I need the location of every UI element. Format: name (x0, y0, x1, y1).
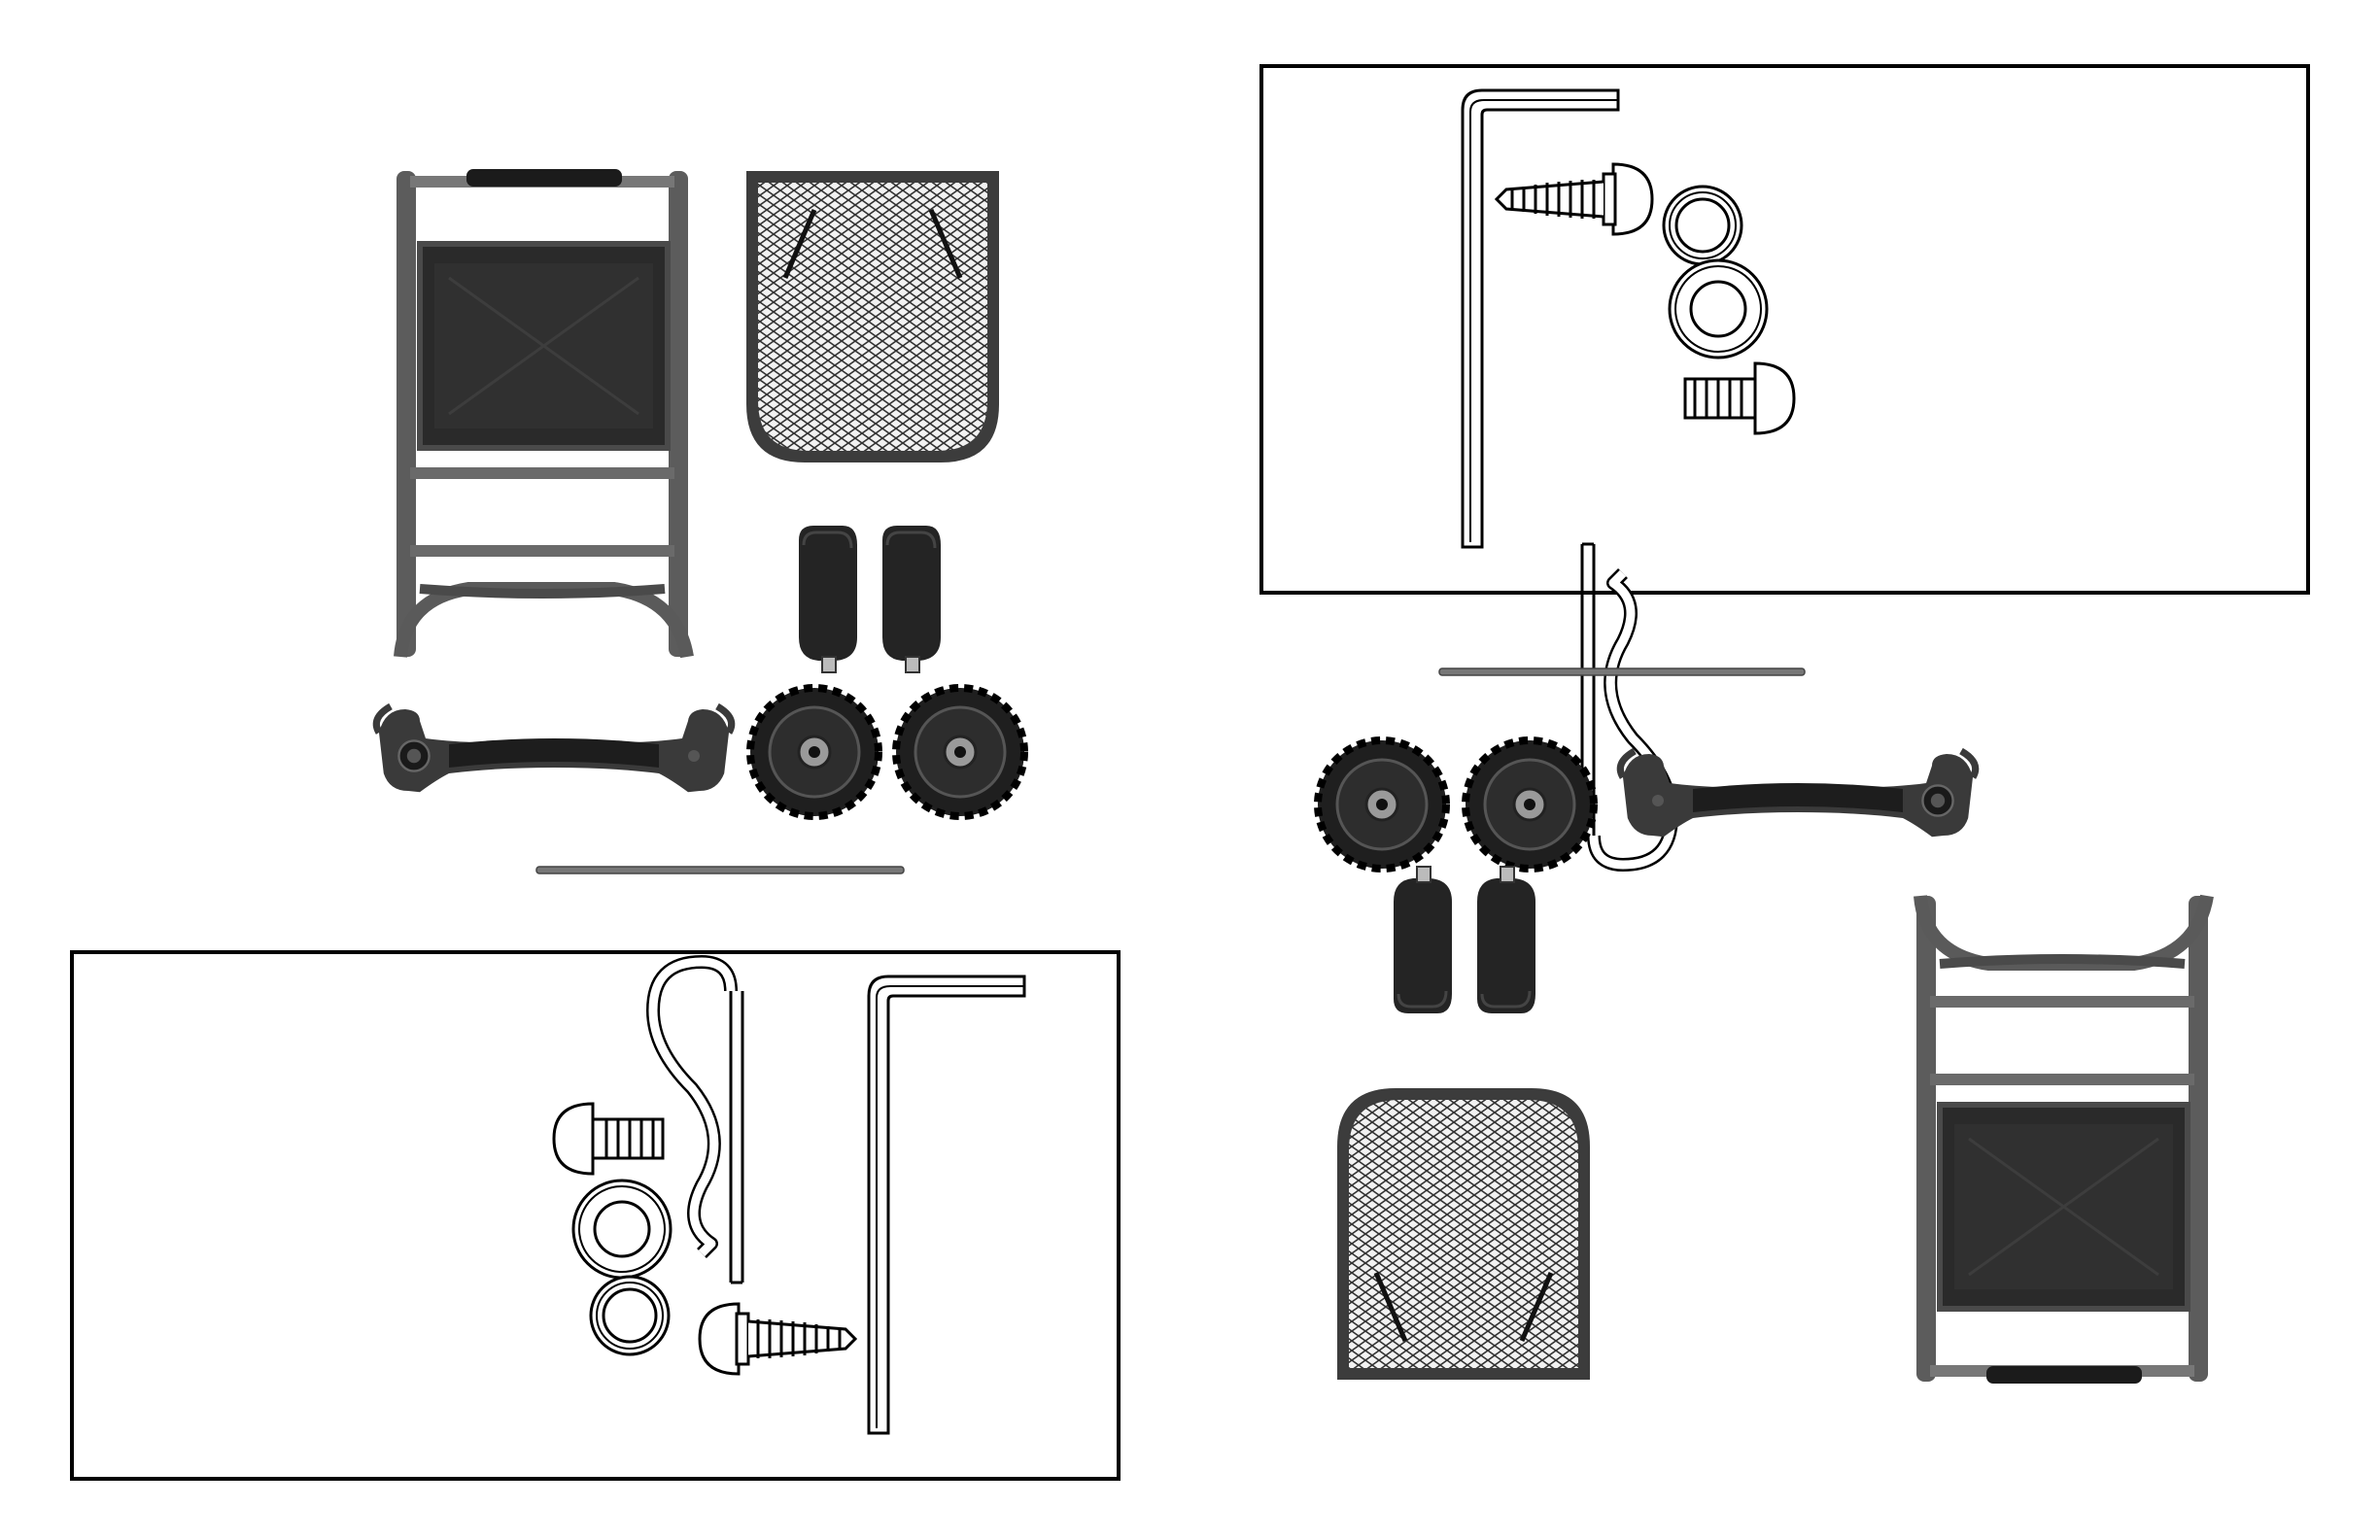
axle-housing-part (1620, 751, 1975, 837)
axle-housing-part (376, 706, 731, 792)
wheel-part (1466, 740, 1594, 869)
allen-wrench-part (1463, 90, 1618, 547)
washer-part (573, 1181, 671, 1278)
tapping-screw-part (700, 1304, 855, 1374)
right-parts-layout (1318, 668, 2208, 1384)
mesh-basket-part (746, 171, 999, 462)
axle-rod-part (536, 867, 904, 873)
washer-part (591, 1277, 669, 1354)
wheel-part (1318, 740, 1446, 869)
wheel-bracket-part (1477, 867, 1535, 1013)
frame-part (397, 169, 688, 657)
wheel-bracket-part (1394, 867, 1452, 1013)
allen-wrench-part (869, 976, 1024, 1433)
washer-part (1670, 260, 1767, 358)
left-hardware-parts (554, 962, 1024, 1433)
wheel-part (896, 688, 1024, 816)
button-head-bolt-part (554, 1104, 663, 1174)
button-head-bolt-part (1685, 363, 1794, 433)
wheel-part (750, 688, 879, 816)
wheel-bracket-part (799, 526, 857, 672)
mesh-basket-part (1337, 1088, 1590, 1380)
left-parts-layout (376, 169, 1024, 873)
frame-part (1916, 896, 2208, 1384)
washer-part (1664, 187, 1742, 264)
wheel-bracket-part (882, 526, 941, 672)
tapping-screw-part (1497, 164, 1652, 234)
right-hardware-box (1261, 66, 2308, 593)
axle-rod-part (1439, 668, 1805, 675)
